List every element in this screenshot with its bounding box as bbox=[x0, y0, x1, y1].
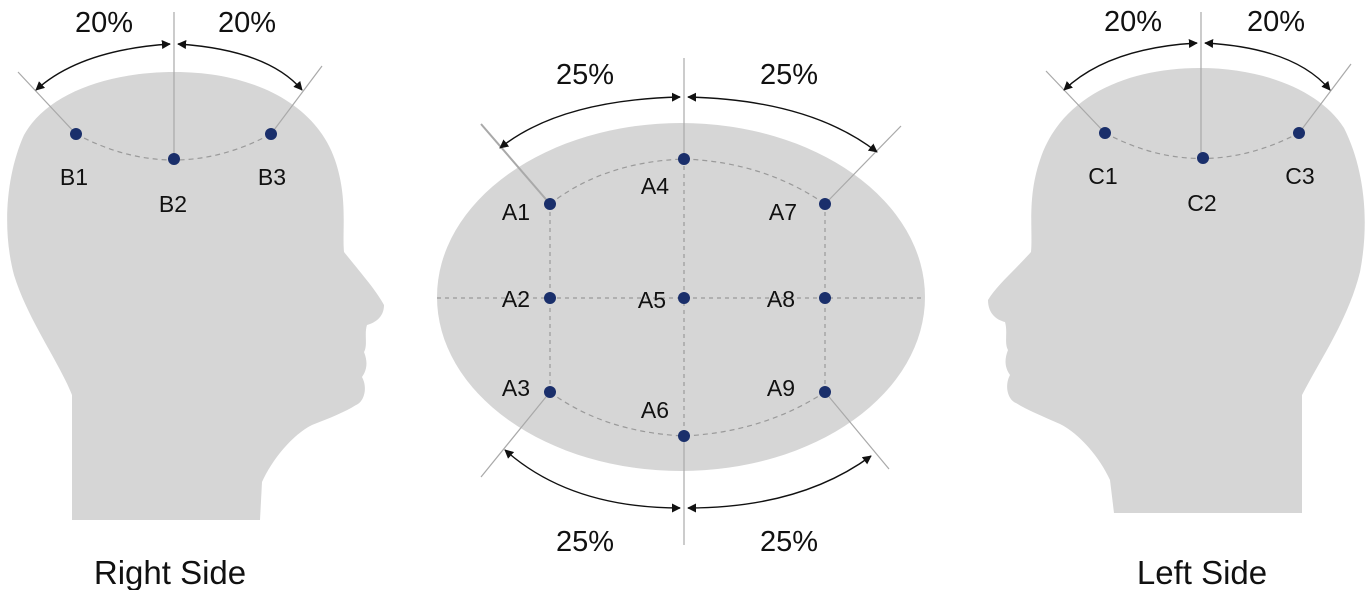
top-head-view: A1 A2 A3 A4 A5 A6 A7 A8 A9 25% 25% 25% 2… bbox=[437, 58, 925, 558]
electrode-a9 bbox=[819, 386, 831, 398]
top-arrow-upper-right bbox=[687, 92, 878, 153]
electrode-a2 bbox=[544, 292, 556, 304]
right-side-head-view: B1 B2 B3 20% 20% Right Side bbox=[7, 7, 385, 590]
label-a1: A1 bbox=[502, 199, 530, 225]
label-c3: C3 bbox=[1285, 163, 1314, 189]
electrode-a1 bbox=[544, 198, 556, 210]
label-a6: A6 bbox=[641, 397, 669, 423]
electrode-c3 bbox=[1293, 127, 1305, 139]
electrode-c1 bbox=[1099, 127, 1111, 139]
label-a4: A4 bbox=[641, 173, 669, 199]
left-side-caption: Left Side bbox=[1137, 554, 1267, 590]
top-percent-upper-right: 25% bbox=[760, 59, 818, 91]
left-side-arrow-right bbox=[1204, 38, 1331, 91]
right-side-caption: Right Side bbox=[94, 554, 246, 590]
electrode-a6 bbox=[678, 430, 690, 442]
label-a8: A8 bbox=[767, 286, 795, 312]
label-c1: C1 bbox=[1088, 163, 1117, 189]
electrode-a7 bbox=[819, 198, 831, 210]
electrode-b2 bbox=[168, 153, 180, 165]
top-arrow-lower-right bbox=[687, 455, 872, 513]
electrode-a8 bbox=[819, 292, 831, 304]
left-side-head-silhouette bbox=[988, 68, 1365, 513]
top-arrow-lower-left bbox=[504, 449, 681, 513]
top-percent-upper-left: 25% bbox=[556, 59, 614, 91]
label-a3: A3 bbox=[502, 375, 530, 401]
electrode-c2 bbox=[1197, 152, 1209, 164]
label-a7: A7 bbox=[769, 199, 797, 225]
top-percent-lower-right: 25% bbox=[760, 526, 818, 558]
label-a9: A9 bbox=[767, 375, 795, 401]
left-side-head-view: C1 C2 C3 20% 20% Left Side bbox=[988, 6, 1365, 590]
label-a5: A5 bbox=[638, 287, 666, 313]
left-side-arrow-left bbox=[1063, 38, 1198, 91]
top-percent-lower-left: 25% bbox=[556, 526, 614, 558]
left-side-percent-left: 20% bbox=[1104, 6, 1162, 38]
electrode-a5 bbox=[678, 292, 690, 304]
label-b3: B3 bbox=[258, 164, 286, 190]
left-side-percent-right: 20% bbox=[1247, 6, 1305, 38]
label-b1: B1 bbox=[60, 164, 88, 190]
label-b2: B2 bbox=[159, 191, 187, 217]
right-side-arrow-right bbox=[177, 40, 303, 91]
right-side-percent-right: 20% bbox=[218, 7, 276, 39]
electrode-a3 bbox=[544, 386, 556, 398]
electrode-a4 bbox=[678, 153, 690, 165]
label-a2: A2 bbox=[502, 286, 530, 312]
right-side-percent-left: 20% bbox=[75, 7, 133, 39]
label-c2: C2 bbox=[1187, 190, 1216, 216]
top-arrow-upper-left bbox=[499, 92, 681, 149]
right-side-head-silhouette bbox=[7, 72, 385, 520]
electrode-b3 bbox=[265, 128, 277, 140]
electrode-b1 bbox=[70, 128, 82, 140]
right-side-arrow-left bbox=[35, 40, 171, 91]
